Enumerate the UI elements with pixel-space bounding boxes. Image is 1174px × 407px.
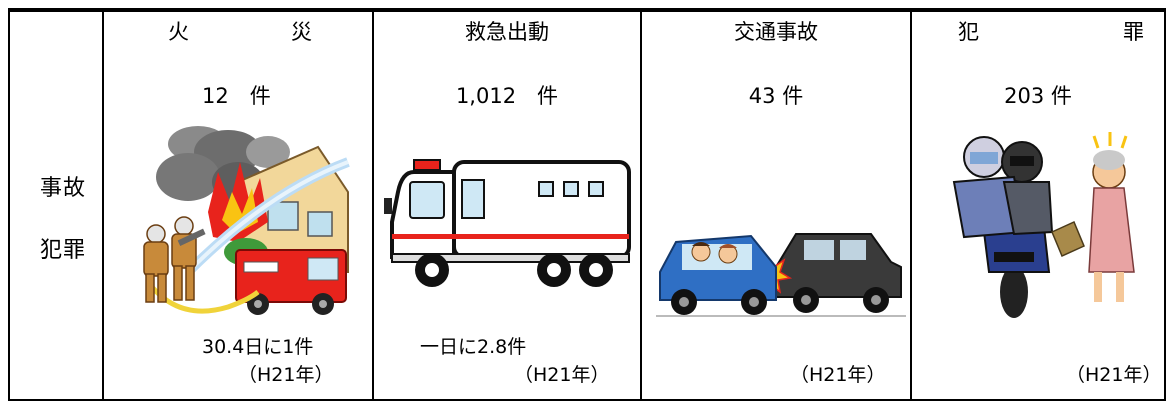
category-crime: 犯 罪 [958, 20, 1144, 44]
column-traffic: 交通事故 43 件 （H21年） [642, 12, 912, 399]
count-traffic: 43 件 [748, 84, 804, 108]
period-traffic: （H21年） [790, 364, 886, 386]
rate-fire: 30.4日に1件 [202, 336, 314, 358]
category-ambulance: 救急出動 [465, 20, 549, 44]
count-ambulance: 1,012 件 [455, 84, 559, 108]
column-ambulance: 救急出動 1,012 件 一日に2.8件 （H21年） [374, 12, 642, 399]
count-crime: 203 件 [1004, 84, 1072, 108]
row-header-line1: 事故 [40, 176, 87, 201]
column-fire: 火 災 12 件 [104, 12, 374, 399]
row-header: 事故 犯罪 [10, 12, 104, 399]
purse-snatching-illustration [952, 132, 1135, 318]
count-fire: 12 件 [202, 84, 271, 108]
rate-ambulance: 一日に2.8件 [420, 336, 527, 358]
statistics-table: 事故 犯罪 火 災 12 件 [8, 8, 1166, 401]
period-fire: （H21年） [238, 364, 334, 386]
category-traffic: 交通事故 [734, 20, 818, 44]
traffic-accident-illustration [656, 233, 906, 317]
period-ambulance: （H21年） [514, 364, 610, 386]
period-crime: （H21年） [1066, 364, 1162, 386]
column-crime: 犯 罪 203 件 （H21年） [912, 12, 1164, 399]
category-fire: 火 災 [168, 20, 312, 44]
row-header-line2: 犯罪 [40, 238, 87, 263]
fire-illustration [143, 126, 350, 315]
ambulance-illustration [384, 159, 631, 287]
